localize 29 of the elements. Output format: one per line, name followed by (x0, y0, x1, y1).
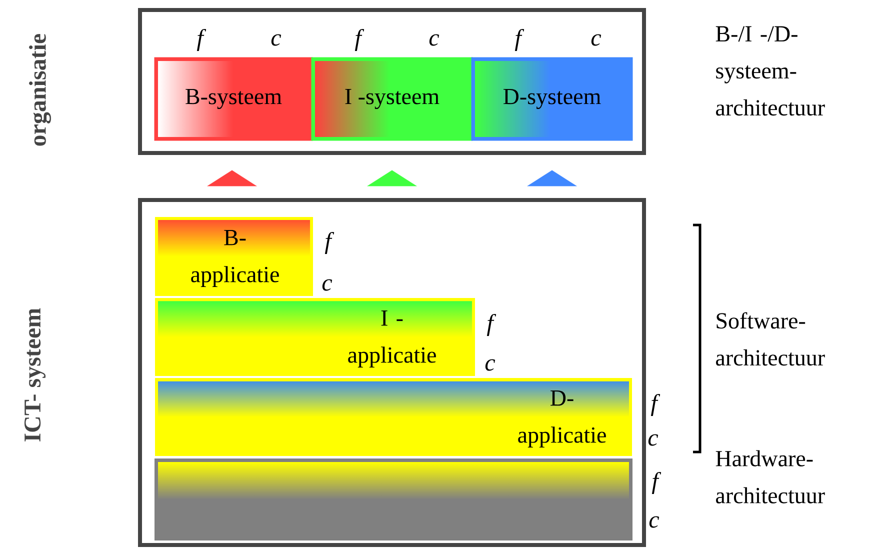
application-box: D- applicatie (155, 378, 632, 456)
application-box: B- applicatie (155, 217, 313, 296)
dimension-symbol: c (322, 279, 332, 291)
system-box: D-systeem (471, 57, 633, 141)
side-label: B-/I -/D- systeem- architectuur (716, 26, 825, 116)
dimension-symbol: c (429, 34, 440, 46)
dimension-symbol: c (271, 34, 282, 46)
system-box: B-systeem (154, 57, 313, 141)
dimension-symbol: f (486, 314, 496, 336)
dimension-symbol: c (485, 359, 496, 371)
architecture-label: Software- architectuur (716, 312, 825, 366)
dimension-symbol: c (591, 34, 602, 46)
hardware-bar (154, 458, 632, 540)
side-title: ICT- systeem (24, 308, 46, 442)
dimension-symbol: c (649, 516, 660, 528)
architecture-label: Hardware- architectuur (716, 450, 825, 504)
dimension-symbol: f (324, 232, 334, 254)
arrow (527, 170, 577, 186)
side-title: organisatie (29, 34, 51, 146)
arrow (367, 170, 417, 186)
dimension-symbol: f (650, 394, 660, 416)
application-box: I - applicatie (155, 298, 475, 376)
dimension-symbol: c (648, 434, 658, 446)
dimension-symbol: f (652, 472, 662, 494)
system-box: I -systeem (311, 57, 473, 141)
dimension-symbol: f (196, 29, 206, 52)
arrow (207, 170, 257, 186)
dimension-symbol: f (354, 29, 364, 52)
dimension-symbol: f (514, 29, 524, 52)
